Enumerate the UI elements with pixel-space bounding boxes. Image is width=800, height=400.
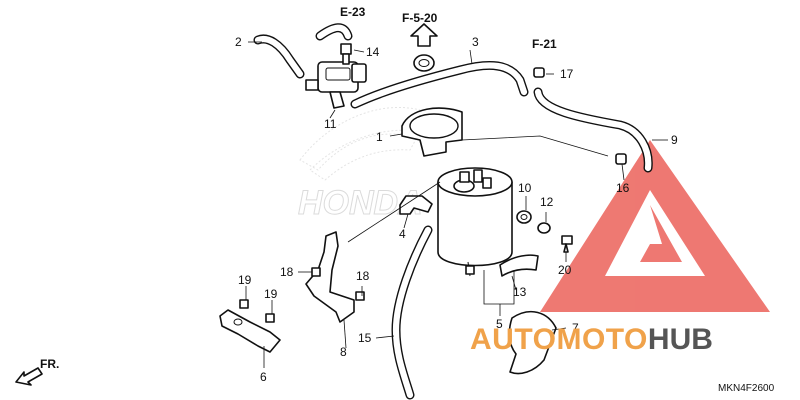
callout-9: 9 — [671, 133, 678, 147]
callout-3: 3 — [472, 35, 479, 49]
bolt-14 — [340, 43, 352, 65]
callout-15: 15 — [358, 331, 372, 345]
reference-e23: E-23 — [340, 5, 366, 19]
elbow-joint-4 — [399, 195, 433, 215]
callout-10: 10 — [518, 181, 532, 195]
cover-7 — [508, 310, 557, 375]
rubber-band-13 — [499, 254, 539, 277]
callout-1: 1 — [376, 130, 383, 144]
callout-8: 8 — [340, 345, 347, 359]
front-direction-arrow-icon — [15, 367, 43, 386]
bolt-19-left — [239, 299, 249, 309]
callout-20: 20 — [558, 263, 572, 277]
callout-13: 13 — [513, 285, 527, 299]
bracket-8 — [305, 231, 365, 323]
leader-lines — [245, 41, 668, 368]
reference-arrow-icon — [410, 23, 438, 47]
callout-14: 14 — [366, 45, 380, 59]
hose-2 — [253, 23, 353, 79]
hose-clip — [413, 54, 435, 72]
clip-17 — [533, 67, 545, 78]
hose-15 — [391, 225, 433, 400]
callout-17: 17 — [560, 67, 574, 81]
callout-19-left: 19 — [238, 273, 252, 287]
callout-11: 11 — [324, 117, 337, 131]
hose-9 — [533, 87, 653, 173]
callout-2: 2 — [235, 35, 242, 49]
callout-6: 6 — [260, 370, 267, 384]
purge-control-valve-11 — [305, 61, 367, 109]
reference-f21: F-21 — [532, 37, 557, 51]
callout-7: 7 — [572, 321, 579, 335]
watermark-auto: AUTOMOTOHUB — [470, 323, 713, 356]
collar-12 — [537, 222, 551, 234]
callout-18-left: 18 — [280, 265, 294, 279]
evap-canister-5 — [437, 167, 513, 277]
callout-19-right: 19 — [264, 287, 278, 301]
watermark-triangle — [540, 140, 770, 312]
front-marker-label: FR. — [40, 357, 59, 371]
callout-16: 16 — [616, 181, 630, 195]
bolt-20 — [561, 235, 573, 253]
callout-5: 5 — [496, 317, 503, 331]
callout-12: 12 — [540, 195, 554, 209]
nut-10 — [516, 210, 532, 224]
clip-16 — [615, 153, 627, 165]
canister-holder-1 — [401, 107, 463, 157]
hose-3 — [350, 60, 529, 109]
drawing-code: MKN4F2600 — [718, 383, 775, 394]
reference-f520: F-5-20 — [402, 11, 438, 25]
watermark-brand: AUTOMOTOHUB — [470, 323, 713, 356]
callout-18-right: 18 — [356, 269, 370, 283]
bolt-19-right — [265, 313, 275, 323]
stay-6 — [219, 309, 281, 353]
callout-4: 4 — [399, 227, 406, 241]
